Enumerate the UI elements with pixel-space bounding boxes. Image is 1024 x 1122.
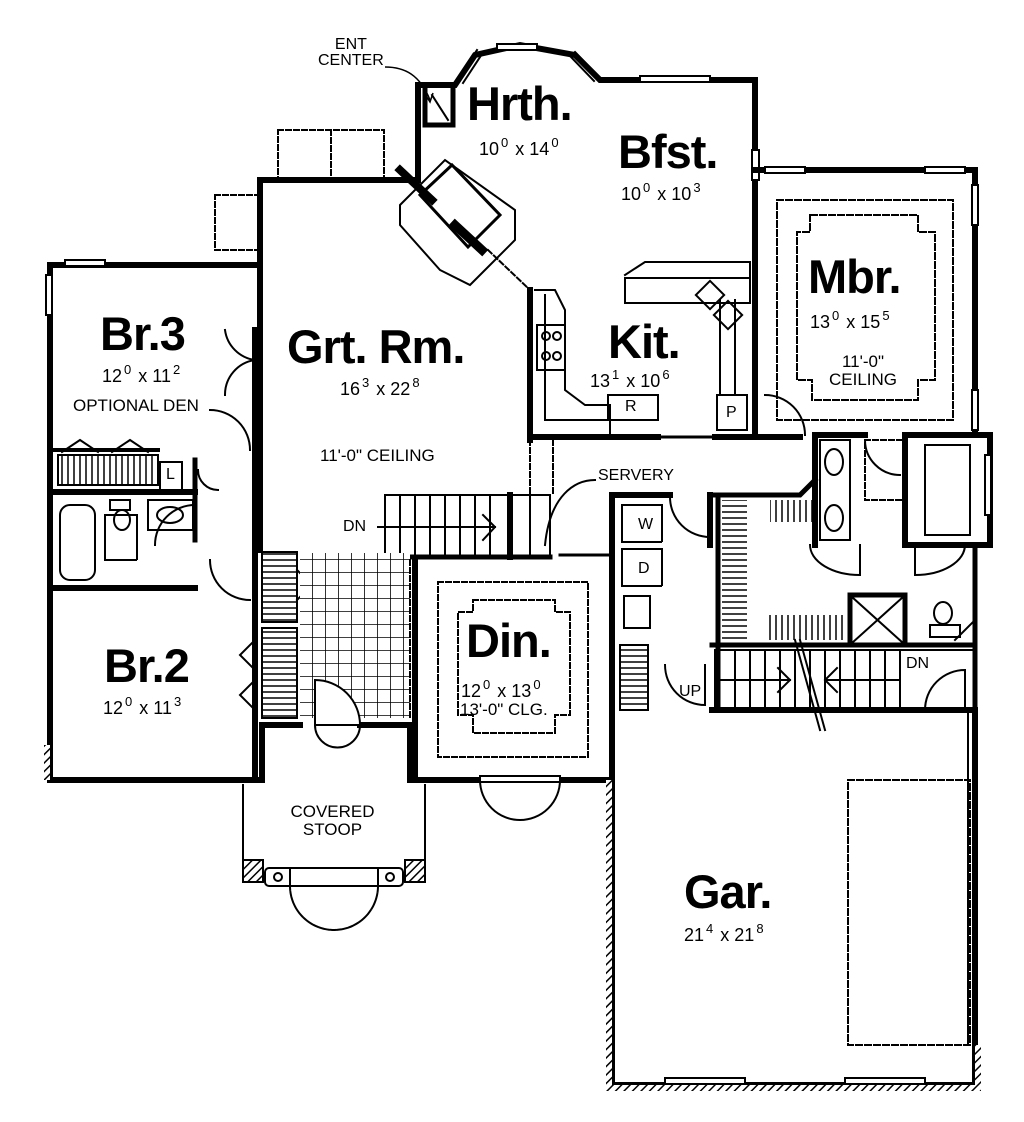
closet-shelf	[765, 615, 845, 640]
hall-bath	[49, 327, 258, 783]
wall-dining	[412, 557, 615, 783]
room-name-dining: Din.	[466, 614, 552, 667]
room-name-garage: Gar.	[684, 865, 772, 918]
servery-wall	[529, 439, 614, 557]
stair-dn-label: DN	[343, 518, 367, 535]
laundry	[609, 492, 713, 713]
stair-garage	[709, 638, 978, 732]
window	[664, 1077, 746, 1085]
kitchen-counters	[534, 261, 751, 436]
door-swing	[313, 723, 362, 749]
fixture-washer-label: W	[638, 516, 654, 533]
room-name-hearth: Hrth.	[467, 77, 573, 130]
window	[844, 1077, 926, 1085]
stair-up-label: UP	[679, 683, 702, 700]
room-note-bedroom-3: OPTIONAL DEN	[73, 396, 199, 415]
fixture-linen-label: L	[166, 466, 175, 483]
room-note-master-bedroom: 11'-0" CEILING	[828, 352, 898, 389]
br3-door	[223, 328, 257, 397]
window	[764, 166, 979, 431]
closet-shelf	[722, 500, 747, 640]
door-swing	[478, 778, 562, 821]
wall-garage	[609, 707, 978, 1088]
covered-stoop-label: COVERED STOOP	[290, 802, 375, 839]
stair-dn-garage-label: DN	[906, 655, 930, 672]
servery-label: SERVERY	[598, 467, 674, 484]
closet-shelf	[770, 500, 815, 522]
room-name-great-room: Grt. Rm.	[287, 320, 465, 373]
room-name-master-bedroom: Mbr.	[808, 250, 902, 303]
room-note-great-room: 11'-0" CEILING	[320, 446, 435, 465]
wall-br2	[47, 722, 423, 783]
ent-center-label-1: ENT	[334, 36, 367, 53]
tray-ceiling	[776, 199, 954, 421]
fixture-dryer-label: D	[638, 560, 650, 577]
room-note-dining: 13'-0" CLG.	[460, 700, 548, 719]
window	[479, 775, 561, 783]
ent-center-label-2: CENTER	[318, 52, 384, 69]
door-swing	[763, 393, 807, 437]
room-name-breakfast: Bfst.	[618, 125, 718, 178]
tray-ceiling	[437, 581, 589, 758]
room-name-bedroom-3: Br.3	[100, 307, 186, 360]
window	[45, 129, 385, 316]
stair-main	[377, 478, 597, 560]
room-name-bedroom-2: Br.2	[104, 639, 190, 692]
wall-master-bedroom	[752, 167, 978, 440]
fireplace	[394, 158, 532, 292]
fixture-refrigerator-label: R	[625, 398, 637, 415]
fixture-pantry-label: P	[726, 404, 737, 421]
master-bath	[808, 432, 993, 648]
covered-stoop	[242, 784, 426, 931]
window	[455, 43, 760, 181]
wall-hearth-breakfast	[415, 41, 758, 438]
ent-center-callout: ENT CENTER	[318, 37, 384, 69]
garage-door	[847, 779, 971, 1046]
ent-center-leader	[385, 66, 434, 104]
room-name-kitchen: Kit.	[608, 315, 681, 368]
